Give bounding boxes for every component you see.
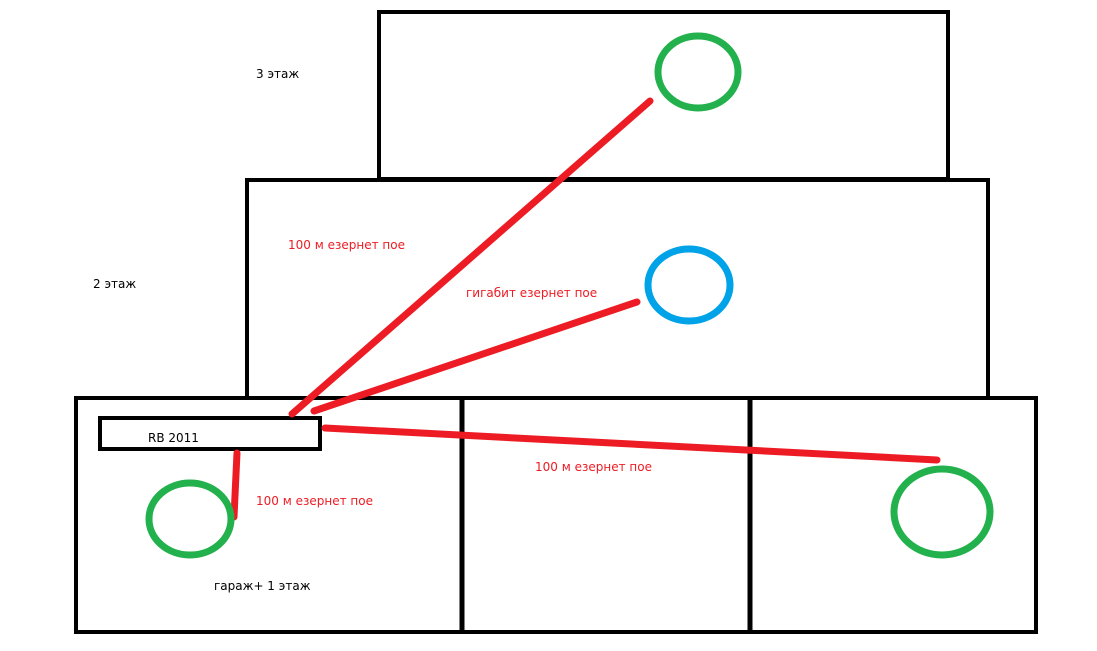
link-label-local: 100 м езернет пое <box>256 494 373 508</box>
cable-floor3 <box>288 97 654 418</box>
floor-1-label: гараж+ 1 этаж <box>214 579 311 593</box>
floor-3-label: 3 этаж <box>256 67 299 81</box>
floor-2-box <box>245 178 990 400</box>
link-label-right: 100 м езернет пое <box>535 460 652 474</box>
floor-2-label: 2 этаж <box>93 277 136 291</box>
link-label-floor3: 100 м езернет пое <box>288 238 405 252</box>
floor-1-box <box>74 396 1038 634</box>
cable-local <box>230 449 241 521</box>
access-point-floor3 <box>654 32 742 112</box>
cable-floor2 <box>310 298 641 415</box>
access-point-floor1-left <box>145 479 235 559</box>
router-label: RB 2011 <box>148 431 199 445</box>
access-point-floor1-right <box>890 465 994 559</box>
access-point-floor2 <box>644 245 734 325</box>
cable-right <box>321 424 941 464</box>
link-label-floor2: гигабит езернет пое <box>466 286 597 300</box>
router-box <box>98 416 322 451</box>
